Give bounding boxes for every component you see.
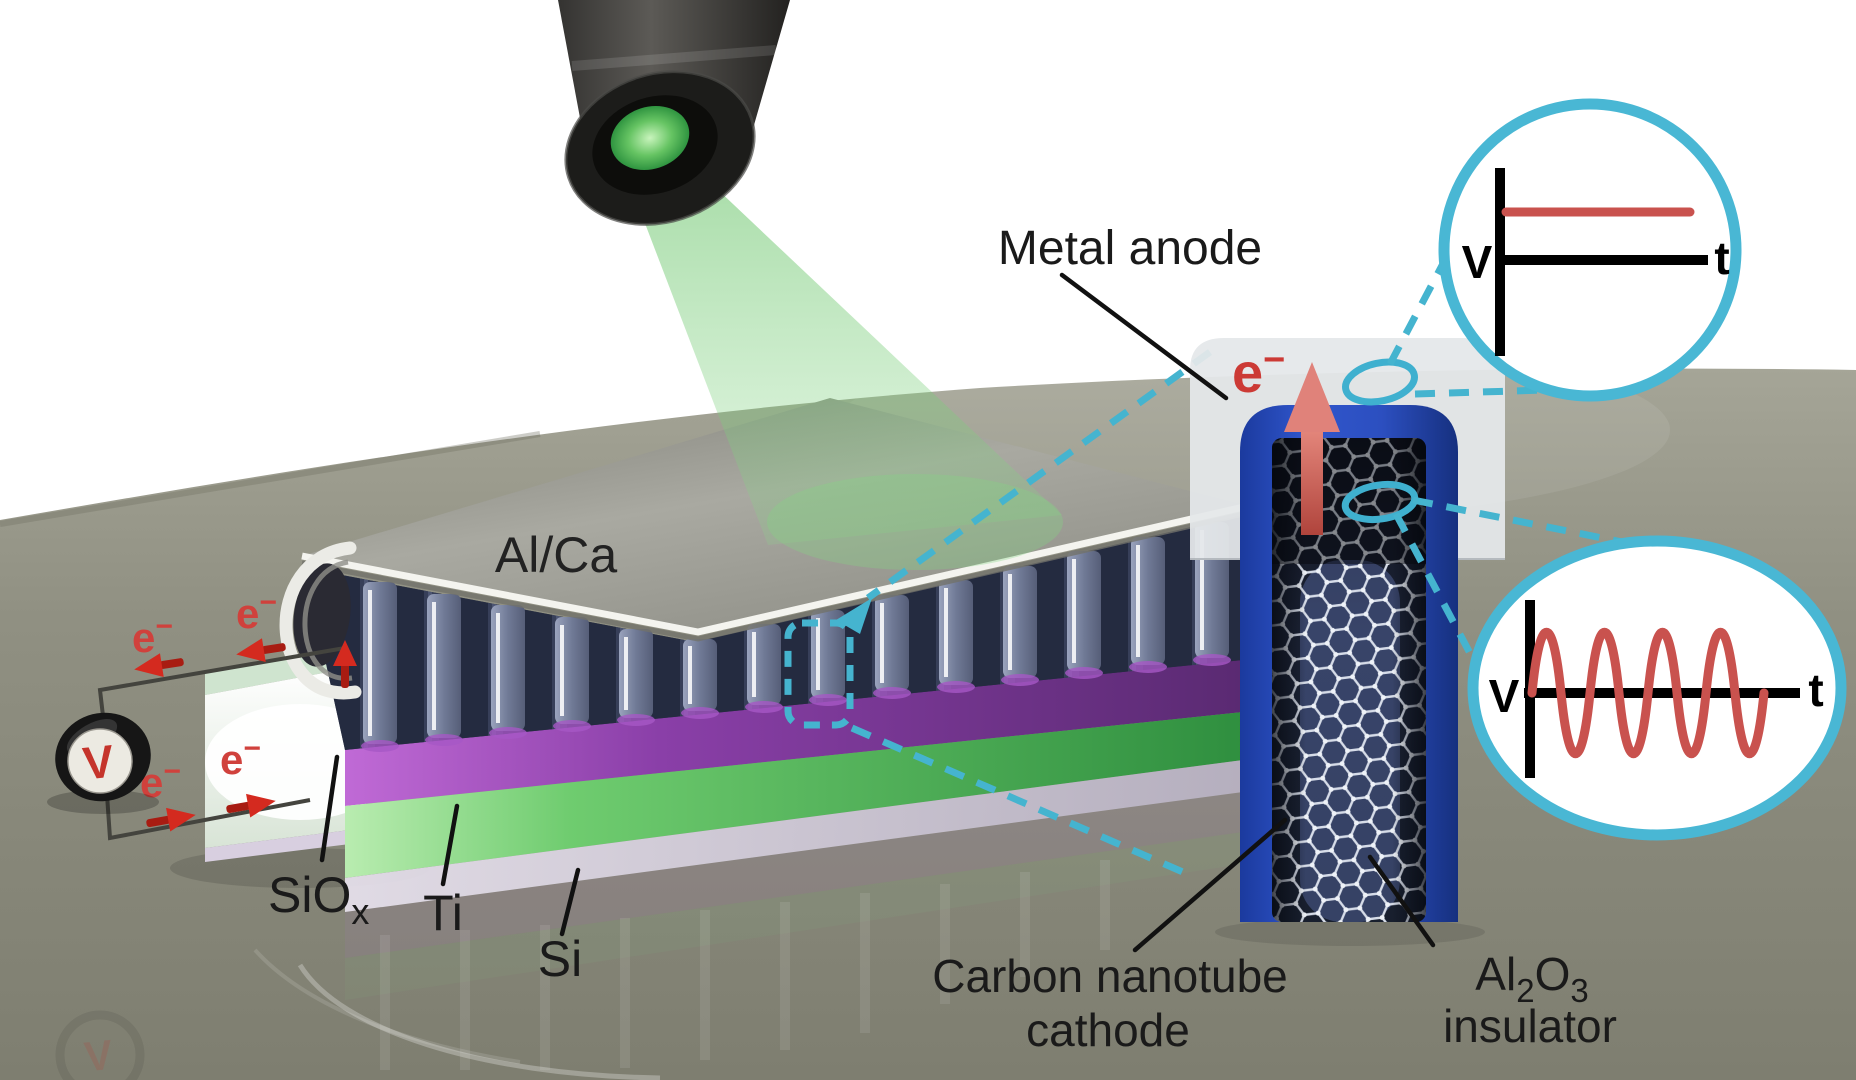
electron-label: e−: [236, 586, 277, 637]
metal-anode-label: Metal anode: [998, 222, 1262, 275]
circuit-wire-top: [97, 646, 346, 717]
text-labels: Metal anode Al/Ca SiOx Ti Si Carbon nano…: [268, 222, 1617, 1056]
electron-arrow: [333, 640, 357, 688]
nanotube-pillar: [617, 629, 655, 726]
electron-arrow: [226, 793, 276, 818]
electron-arrow: [146, 807, 196, 832]
dashed-connectors-device: [850, 349, 1213, 880]
nanotube-pillar: [489, 605, 527, 739]
si-label: Si: [538, 931, 582, 987]
electron-label: e−: [220, 732, 261, 783]
nanotube-pillar: [873, 595, 911, 699]
nanotube-pillar: [745, 624, 783, 713]
nanotube-pillar-array: [305, 515, 1243, 752]
magnifier-square: [784, 619, 854, 729]
device-reflection: [253, 792, 1243, 1080]
laser-beam: [620, 158, 1063, 570]
magnifier-arrowhead: [836, 598, 872, 634]
laser-spot: [767, 474, 1063, 570]
leader-si: [559, 867, 581, 937]
leader-lines: [319, 272, 1436, 953]
laser-pointer: [558, 0, 790, 226]
cnt-cathode-label-line2: cathode: [1026, 1004, 1190, 1056]
nanotube-pillar: [361, 582, 399, 752]
inset-dc-plot: V t: [1438, 98, 1742, 402]
circuit: e− e− e− e− V: [47, 586, 357, 841]
leader-metal-anode: [1059, 272, 1229, 401]
dashed-connectors-insets: [1386, 256, 1643, 674]
voltmeter: V: [47, 712, 159, 814]
closeup-shadow: [1215, 918, 1485, 946]
alumina-label-line1: Al2O3: [1475, 948, 1588, 1009]
leader-ti: [440, 803, 460, 887]
dashed-connector-top: [865, 349, 1213, 601]
nanotube-pillar: [681, 639, 719, 719]
nanotube-pillar: [809, 610, 847, 706]
al-ca-label: Al/Ca: [495, 527, 617, 583]
alumina-label-line2: insulator: [1443, 1000, 1617, 1052]
electron-arrow: [134, 653, 184, 677]
siox-label: SiOx: [268, 867, 369, 932]
electron-arrow-up: [1284, 362, 1340, 535]
nanotube-pillar: [425, 594, 463, 746]
si-layer-front-face: [345, 712, 1243, 878]
inset-ac-plot: V t: [1467, 535, 1847, 841]
electron-arrow: [236, 638, 286, 662]
svg-text:V: V: [82, 1031, 115, 1080]
ac-t-label: t: [1808, 664, 1823, 716]
leader-cathode: [1132, 817, 1288, 953]
nanotube-pillar: [1065, 551, 1103, 679]
leader-insulator: [1367, 854, 1436, 948]
plate-fold: [279, 541, 362, 700]
nanotube-pillar: [553, 617, 591, 732]
leader-siox: [319, 754, 340, 863]
callout-ellipse-anode: [1342, 358, 1418, 406]
ground-edge-highlight: [0, 431, 541, 527]
ac-v-label: V: [1489, 670, 1520, 722]
dc-v-label: V: [1462, 236, 1493, 288]
pillars: [361, 522, 1231, 752]
voltmeter-reflection: V: [55, 1010, 145, 1080]
ac-signal-sine: [1527, 627, 1769, 759]
cnt-cathode-label-line1: Carbon nanotube: [932, 950, 1288, 1002]
nanotube-pillar: [937, 580, 975, 693]
dc-t-label: t: [1714, 232, 1729, 284]
voltmeter-label: V: [80, 735, 116, 790]
circuit-wire-bottom: [105, 794, 311, 841]
laser-aperture-glow: [610, 106, 690, 170]
electron-label: e−: [132, 610, 173, 661]
dashed-connector-bottom: [850, 724, 1194, 880]
nanotube-pillar: [1129, 537, 1167, 673]
ti-label: Ti: [423, 885, 463, 941]
electron-label: e−: [1232, 339, 1285, 404]
nanotube-pillar: [1001, 566, 1039, 686]
ti-layer-front-face: [345, 657, 1243, 806]
